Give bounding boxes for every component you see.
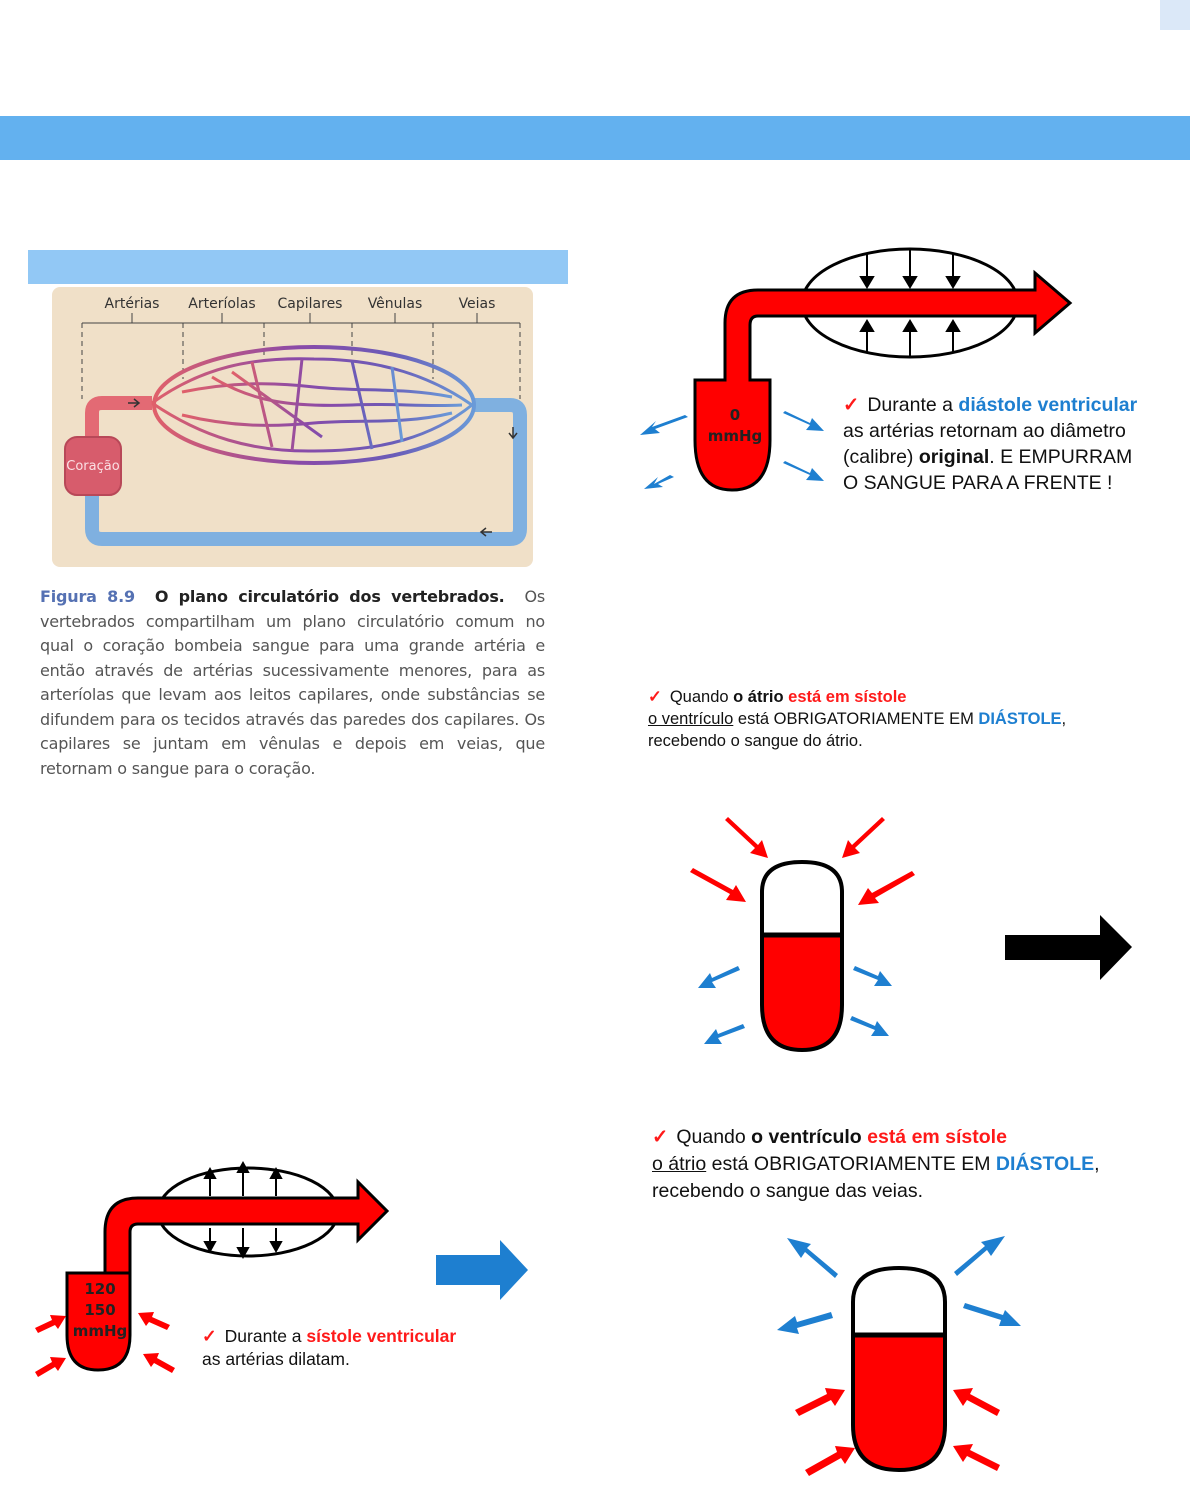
caption-title: O plano circulatório dos vertebrados. (154, 587, 505, 606)
systole-pressure-unit: mmHg (72, 1322, 128, 1340)
atrium-chamber (851, 1265, 947, 1337)
diastole-pressure-value: 0 (729, 406, 741, 424)
label-venulas: Vênulas (368, 296, 423, 312)
atrial-systole-diagram (690, 817, 1132, 1053)
check-icon: ✓ (652, 1126, 669, 1148)
systole-pressure-2: 150 (84, 1301, 116, 1319)
systole-pressure: 120 150 mmHg (68, 1279, 132, 1342)
next-arrow (1005, 915, 1132, 980)
compression-arrows (795, 1388, 1000, 1476)
systole-highlight: sístole ventricular (306, 1326, 457, 1346)
corner-tab (1160, 0, 1190, 30)
ventricle-systole-note: ✓Quando o ventrículo está em sístole o á… (652, 1126, 1100, 1202)
label-capilares: Capilares (278, 296, 343, 312)
relaxation-arrows (698, 966, 892, 1044)
heart-artery-shape (693, 269, 1073, 492)
atrium-chamber (760, 859, 844, 937)
compression-arrows (35, 1312, 175, 1377)
label-arterias: Artérias (105, 296, 160, 312)
systole-pressure-1: 120 (84, 1280, 116, 1298)
inward-arrows (859, 249, 961, 357)
circulatory-figure-panel (52, 287, 533, 567)
heart-shape (64, 436, 122, 496)
diastole-highlight: diástole ventricular (958, 394, 1138, 416)
flow-arrowheads (128, 398, 518, 537)
figure-caption: Figura 8.9 O plano circulatório dos vert… (40, 585, 545, 781)
circulatory-figure: Artérias Arteríolas Capilares Vênulas Ve… (64, 296, 527, 546)
relaxation-arrows (777, 1236, 1021, 1334)
section-header-bar (0, 116, 1190, 160)
label-arteriolas: Arteríolas (188, 296, 255, 312)
artery-segment (85, 396, 152, 445)
diastole-note: ✓Durante a diástole ventricular as artér… (843, 394, 1138, 494)
heart-label: Coração (66, 459, 119, 474)
ventricle-chamber (65, 1271, 132, 1372)
next-arrow (436, 1240, 528, 1300)
check-icon: ✓ (648, 688, 662, 706)
relaxation-arrows (640, 411, 824, 489)
artery-path (67, 1178, 390, 1275)
compression-arrows (690, 817, 915, 905)
caption-number: Figura 8.9 (40, 587, 135, 606)
diastole-pressure: 0 mmHg (695, 405, 775, 447)
check-icon: ✓ (202, 1326, 217, 1346)
ventricle-chamber (851, 1333, 947, 1473)
systole-note: ✓Durante a sístole ventricular as artéri… (202, 1326, 457, 1369)
figure-header-bar (28, 250, 568, 284)
caption-body: Os vertebrados compartilham um plano cir… (40, 587, 545, 778)
ventricle-chamber (760, 933, 844, 1053)
ventricular-systole-diagram (777, 1236, 1021, 1476)
diastole-pressure-unit: mmHg (707, 427, 763, 445)
vein-loop (85, 398, 527, 546)
systole-diagram (35, 1160, 528, 1377)
label-brackets (81, 313, 521, 399)
outward-arrows (203, 1160, 283, 1260)
check-icon: ✓ (843, 394, 860, 416)
diastole-diagram (640, 247, 1073, 492)
label-veias: Veias (459, 296, 496, 312)
atrio-systole-note: ✓Quando o átrio está em sístole o ventrí… (648, 688, 1067, 750)
